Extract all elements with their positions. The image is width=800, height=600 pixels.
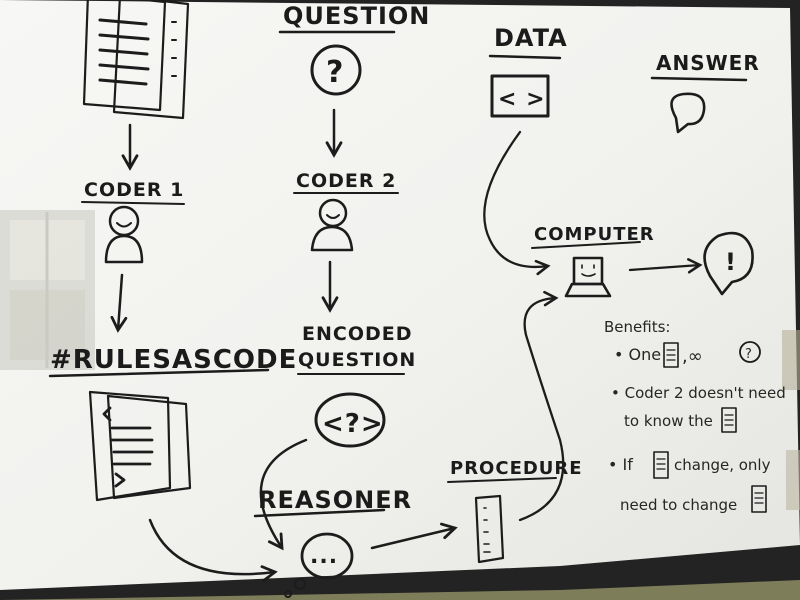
encoded-question-icon: <?> — [314, 392, 386, 448]
benefit-3-procedure-icon — [751, 485, 767, 513]
coder1-person-icon — [104, 205, 144, 264]
procedure-underline — [447, 477, 557, 483]
rules-underline — [48, 368, 270, 378]
benefits-heading: Benefits: — [604, 318, 670, 336]
svg-text:!: ! — [725, 248, 737, 276]
procedure-document-icon — [474, 494, 505, 564]
answer-exclaim-bubble-icon: ! — [703, 231, 754, 296]
arrow-coder1-to-rules — [110, 273, 128, 333]
coder2-label: CODER 2 — [296, 170, 396, 192]
answer-title: ANSWER — [656, 51, 760, 75]
computer-label: COMPUTER — [534, 224, 655, 245]
benefit-2-line1: • Coder 2 doesn't need — [611, 384, 786, 402]
coder1-underline — [81, 201, 185, 205]
computer-laptop-icon — [564, 256, 612, 298]
arrow-reasoner-to-procedure — [370, 522, 458, 550]
question-icon: ? — [310, 44, 362, 96]
benefit-3-prefix: • If — [608, 455, 633, 474]
data-code-icon: < > — [490, 74, 550, 118]
legislation-document-icon — [82, 0, 190, 120]
arrow-rules-to-reasoner — [148, 518, 278, 582]
arrow-procedure-to-computer — [518, 290, 565, 522]
reasoner-thought-bubble-icon: ... — [284, 532, 354, 598]
svg-text:< >: < > — [498, 87, 546, 112]
reasoner-underline — [253, 508, 386, 518]
coder1-label: CODER 1 — [84, 179, 184, 201]
answer-underline — [650, 76, 748, 82]
benefit-1-question-icon: ? — [739, 341, 761, 363]
question-title: QUESTION — [283, 2, 430, 30]
benefit-1-infinity: ,∞ — [682, 346, 703, 367]
reasoner-label: REASONER — [258, 486, 412, 514]
arrow-computer-to-answer — [628, 258, 703, 274]
computer-underline — [531, 241, 641, 249]
encoded-label-line2: QUESTION — [298, 349, 416, 371]
shelf-reflection — [782, 330, 800, 510]
window-reflection — [0, 210, 95, 370]
benefit-3-suffix: change, only — [674, 456, 771, 474]
svg-text:<?>: <?> — [322, 409, 384, 439]
arrow-encoded-to-reasoner — [259, 438, 308, 551]
benefit-1-prefix: • One — [614, 345, 661, 364]
encoded-label-line1: ENCODED — [302, 323, 413, 345]
coder2-person-icon — [310, 198, 354, 252]
svg-text:?: ? — [326, 55, 344, 90]
data-underline — [488, 54, 562, 60]
arrow-data-to-computer — [483, 130, 551, 276]
benefit-3-document-icon — [653, 451, 669, 479]
rules-code-document-icon — [88, 390, 192, 502]
benefit-2-document-icon — [721, 407, 737, 433]
benefits-notes: Benefits: • One ,∞ ? • Coder 2 doesn't n… — [604, 318, 786, 514]
benefit-1-document-icon — [663, 342, 679, 368]
benefit-2-line2: to know the — [624, 412, 713, 430]
benefit-3-line2: need to change — [620, 496, 737, 514]
data-title: DATA — [494, 24, 568, 52]
svg-text:...: ... — [310, 544, 338, 569]
procedure-label: PROCEDURE — [450, 458, 583, 479]
answer-speech-bubble-icon — [670, 92, 706, 134]
svg-text:?: ? — [745, 347, 752, 362]
